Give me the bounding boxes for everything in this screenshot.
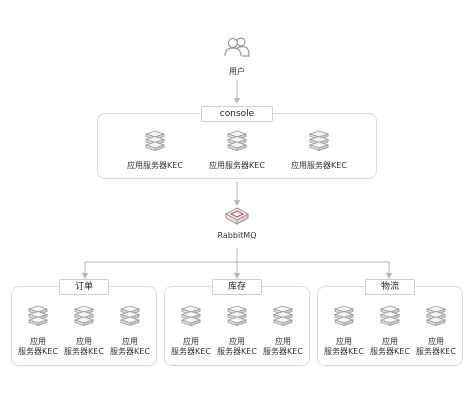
- group-box: [11, 286, 157, 366]
- server-icon: [379, 305, 401, 326]
- rabbitmq-icon: [224, 207, 250, 225]
- server-label-line2: 服务器KEC: [171, 347, 211, 356]
- server-label-line1: 应用: [382, 337, 398, 346]
- server-label-line1: 应用: [336, 337, 352, 346]
- server-label-line2: 服务器KEC: [370, 347, 410, 356]
- server-label-line1: 应用: [30, 337, 46, 346]
- console-server-label: 应用服务器KEC: [127, 161, 183, 170]
- server-label-line2: 服务器KEC: [18, 347, 58, 356]
- group-title: 订单: [59, 279, 109, 295]
- server-label-line1: 应用: [183, 337, 199, 346]
- server-label-line2: 服务器KEC: [416, 347, 456, 356]
- rabbitmq-label: RabbitMQ: [217, 231, 257, 240]
- server-label-line1: 应用: [122, 337, 138, 346]
- group-box: [164, 286, 310, 366]
- group-title: 物流: [365, 279, 415, 295]
- server-label-line1: 应用: [428, 337, 444, 346]
- server-icon: [308, 130, 330, 151]
- users-icon: [224, 37, 250, 57]
- console-server-label: 应用服务器KEC: [209, 161, 265, 170]
- server-icon: [180, 305, 202, 326]
- server-icon: [425, 305, 447, 326]
- server-label-line2: 服务器KEC: [64, 347, 104, 356]
- server-label-line1: 应用: [76, 337, 92, 346]
- server-icon: [119, 305, 141, 326]
- server-label-line2: 服务器KEC: [263, 347, 303, 356]
- console-title: console: [201, 106, 273, 122]
- server-icon: [27, 305, 49, 326]
- server-icon: [272, 305, 294, 326]
- group-title: 库存: [212, 279, 262, 295]
- server-icon: [226, 130, 248, 151]
- user-label: 用户: [229, 67, 245, 76]
- server-label-line2: 服务器KEC: [324, 347, 364, 356]
- server-icon: [226, 305, 248, 326]
- server-icon: [73, 305, 95, 326]
- server-label-line2: 服务器KEC: [110, 347, 150, 356]
- server-label-line2: 服务器KEC: [217, 347, 257, 356]
- server-icon: [333, 305, 355, 326]
- server-label-line1: 应用: [275, 337, 291, 346]
- server-icon: [144, 130, 166, 151]
- server-label-line1: 应用: [229, 337, 245, 346]
- group-box: [317, 286, 463, 366]
- console-server-label: 应用服务器KEC: [291, 161, 347, 170]
